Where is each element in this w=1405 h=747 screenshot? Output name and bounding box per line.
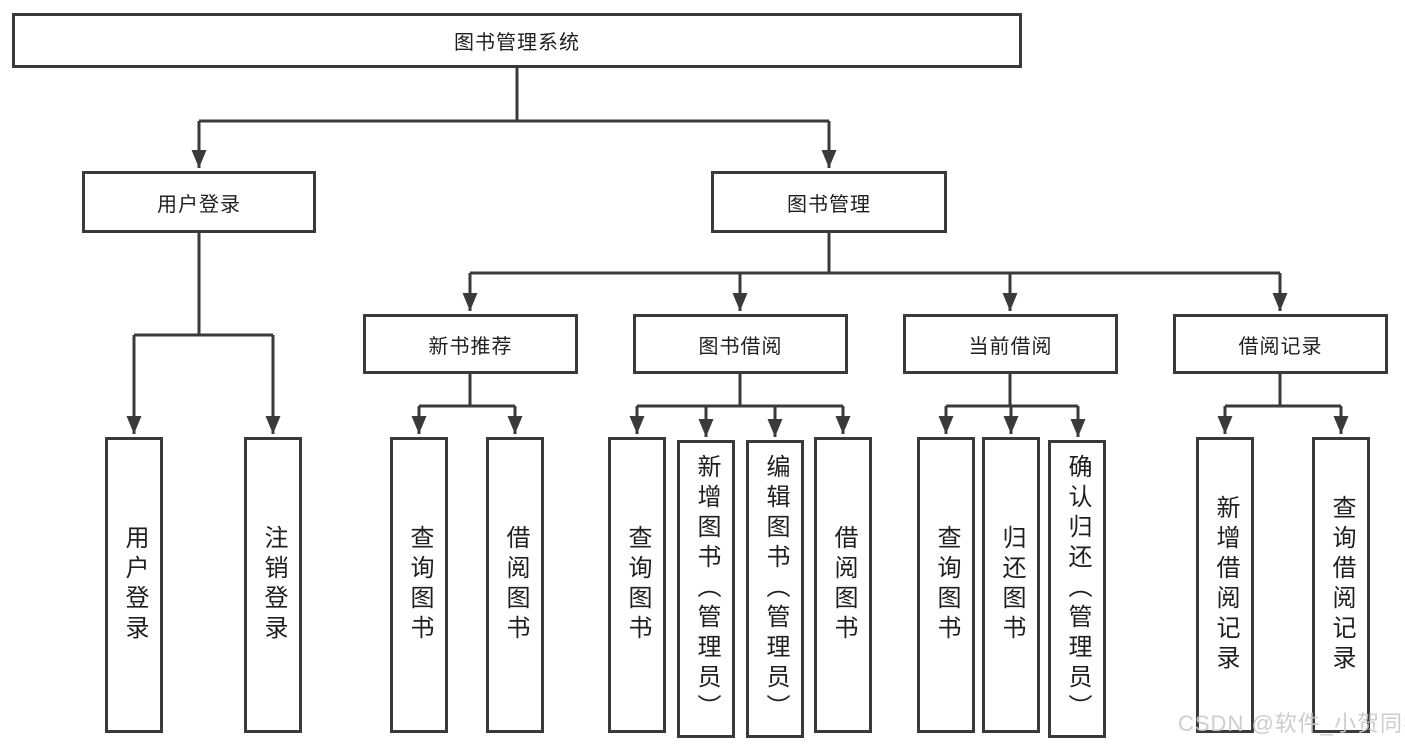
leaf-borrow-book: 借阅图书 [814, 437, 872, 733]
node-user-login-label: 用户登录 [157, 193, 241, 216]
node-book-borrow-label: 图书借阅 [698, 335, 783, 358]
leaf-current-query: 查询图书 [917, 437, 975, 733]
leaf-borrow-edit-admin-label: 编辑图书（管理员） [762, 454, 789, 724]
leaf-user-login-label: 用户登录 [121, 525, 148, 645]
leaf-current-return-label: 归还图书 [998, 525, 1025, 645]
leaf-newbooks-query-label: 查询图书 [406, 525, 433, 645]
leaf-borrow-edit-admin: 编辑图书（管理员） [746, 440, 804, 738]
node-borrow-records: 借阅记录 [1173, 314, 1388, 374]
leaf-current-return: 归还图书 [982, 437, 1040, 733]
node-book-management: 图书管理 [711, 171, 947, 233]
node-new-book-recommend-label: 新书推荐 [428, 335, 513, 358]
leaf-records-add-label: 新增借阅记录 [1212, 495, 1239, 675]
leaf-borrow-query-label: 查询图书 [624, 525, 651, 645]
leaf-logout: 注销登录 [244, 437, 302, 733]
leaf-records-query-label: 查询借阅记录 [1328, 495, 1355, 675]
node-root-system: 图书管理系统 [12, 13, 1022, 68]
node-book-borrow: 图书借阅 [633, 314, 848, 374]
leaf-user-login: 用户登录 [105, 437, 163, 733]
leaf-current-query-label: 查询图书 [933, 525, 960, 645]
node-borrow-records-label: 借阅记录 [1238, 335, 1323, 358]
leaf-current-confirm-admin-label: 确认归还（管理员） [1064, 454, 1091, 724]
leaf-newbooks-borrow: 借阅图书 [486, 437, 544, 733]
node-current-borrow: 当前借阅 [903, 314, 1118, 374]
leaf-newbooks-query: 查询图书 [390, 437, 448, 733]
leaf-borrow-add-admin: 新增图书（管理员） [677, 440, 735, 738]
csdn-watermark: CSDN @软件_小贺同学 [1178, 711, 1405, 736]
leaf-records-query: 查询借阅记录 [1312, 437, 1370, 733]
leaf-logout-label: 注销登录 [260, 525, 287, 645]
leaf-borrow-add-admin-label: 新增图书（管理员） [693, 454, 720, 724]
leaf-newbooks-borrow-label: 借阅图书 [502, 525, 529, 645]
leaf-borrow-book-label: 借阅图书 [830, 525, 857, 645]
node-user-login: 用户登录 [82, 171, 316, 233]
leaf-borrow-query: 查询图书 [608, 437, 666, 733]
node-root-label: 图书管理系统 [454, 32, 580, 54]
node-book-management-label: 图书管理 [787, 193, 871, 216]
leaf-records-add: 新增借阅记录 [1196, 437, 1254, 733]
node-current-borrow-label: 当前借阅 [968, 335, 1053, 358]
leaf-current-confirm-admin: 确认归还（管理员） [1048, 440, 1106, 738]
node-new-book-recommend: 新书推荐 [363, 314, 578, 374]
